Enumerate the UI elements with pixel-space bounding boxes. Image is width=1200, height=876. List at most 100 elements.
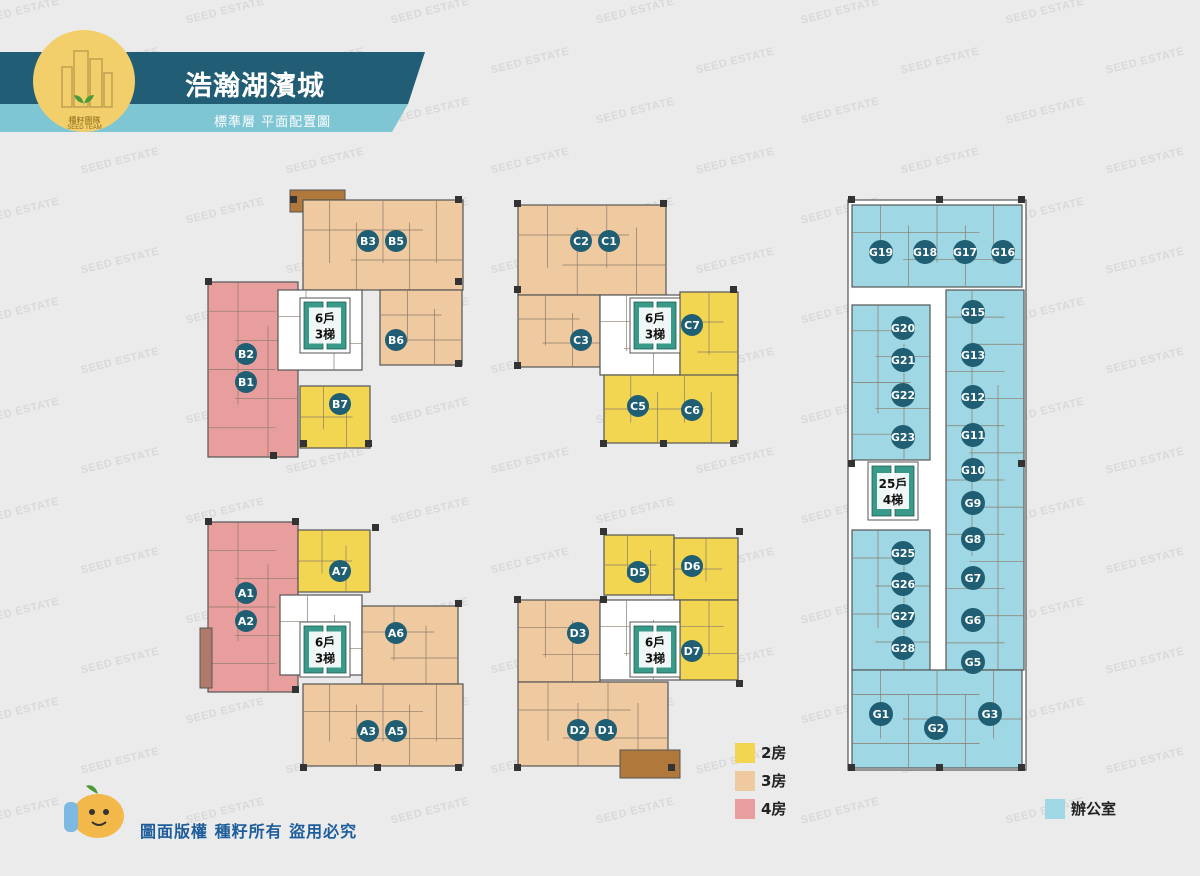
structural-column bbox=[455, 764, 462, 771]
legend-three-room-label: 3房 bbox=[761, 772, 787, 790]
unit-badge bbox=[598, 230, 620, 252]
unit-label: G7 bbox=[965, 572, 982, 585]
unit-label: G1 bbox=[873, 708, 890, 721]
legend-office-label: 辦公室 bbox=[1071, 800, 1117, 818]
core-label-bg bbox=[639, 307, 671, 344]
unit-badge bbox=[235, 371, 257, 393]
unit-badge bbox=[961, 385, 985, 409]
unit-block-c1-c2 bbox=[517, 204, 667, 296]
mascot-icon bbox=[56, 780, 136, 840]
unit-badge bbox=[961, 566, 985, 590]
structural-column bbox=[1018, 764, 1025, 771]
core-households: 6戶 bbox=[315, 635, 335, 650]
structural-column bbox=[736, 680, 743, 687]
unit-badge bbox=[681, 399, 703, 421]
unit-label: B1 bbox=[238, 376, 254, 389]
unit-badge bbox=[978, 702, 1002, 726]
unit-badge bbox=[961, 608, 985, 632]
structural-column bbox=[205, 278, 212, 285]
structural-column bbox=[300, 440, 307, 447]
unit-badge bbox=[235, 610, 257, 632]
unit-label: D7 bbox=[684, 645, 701, 658]
unit-label: G16 bbox=[991, 246, 1016, 259]
core-households: 6戶 bbox=[315, 311, 335, 326]
legend-four-room: 4房 bbox=[735, 798, 786, 819]
legend-two-room: 2房 bbox=[735, 742, 786, 763]
unit-badge bbox=[961, 458, 985, 482]
unit-label: G15 bbox=[961, 306, 985, 319]
unit-badge bbox=[961, 423, 985, 447]
unit-block-a6 bbox=[361, 605, 459, 685]
structural-column bbox=[365, 440, 372, 447]
legend-four-room-swatch bbox=[735, 798, 755, 819]
unit-label: D5 bbox=[630, 566, 647, 579]
unit-badge bbox=[891, 348, 915, 372]
unit-label: G22 bbox=[891, 389, 915, 402]
unit-badge bbox=[570, 230, 592, 252]
structural-column bbox=[514, 362, 521, 369]
copyright-notice: 圖面版權 種籽所有 盜用必究 bbox=[140, 822, 358, 841]
legend-office-swatch bbox=[1045, 798, 1065, 819]
unit-label: B5 bbox=[388, 235, 404, 248]
structural-column bbox=[514, 200, 521, 207]
unit-label: C5 bbox=[630, 400, 646, 413]
structural-column bbox=[292, 686, 299, 693]
unit-label: G13 bbox=[961, 349, 985, 362]
legend-office: 辦公室 bbox=[1045, 798, 1116, 819]
unit-badge bbox=[953, 240, 977, 264]
structural-column bbox=[936, 764, 943, 771]
core-households: 6戶 bbox=[645, 635, 665, 650]
logo: 種籽團隊 SEED TEAM bbox=[32, 29, 137, 134]
structural-column bbox=[736, 528, 743, 535]
unit-label: B6 bbox=[388, 334, 404, 347]
unit-label: D2 bbox=[570, 724, 587, 737]
unit-label: G25 bbox=[891, 547, 915, 560]
unit-badge bbox=[681, 314, 703, 336]
unit-badge bbox=[567, 622, 589, 644]
structural-column bbox=[374, 764, 381, 771]
structural-column bbox=[936, 196, 943, 203]
structural-column bbox=[660, 440, 667, 447]
structural-column bbox=[455, 196, 462, 203]
unit-label: G12 bbox=[961, 391, 985, 404]
unit-badge bbox=[924, 716, 948, 740]
unit-badge bbox=[891, 425, 915, 449]
unit-label: G17 bbox=[953, 246, 977, 259]
unit-label: G27 bbox=[891, 610, 915, 623]
structural-column bbox=[730, 286, 737, 293]
unit-badge bbox=[627, 395, 649, 417]
page-subtitle: 標準層 平面配置圖 bbox=[214, 115, 332, 130]
office-block-left-lower bbox=[851, 529, 931, 671]
unit-badge bbox=[891, 604, 915, 628]
core-elevators: 3梯 bbox=[315, 651, 335, 666]
unit-block-d3 bbox=[517, 599, 601, 683]
unit-label: A6 bbox=[388, 627, 405, 640]
structural-column bbox=[514, 764, 521, 771]
unit-label: C3 bbox=[573, 334, 589, 347]
unit-label: G20 bbox=[891, 322, 916, 335]
unit-badge bbox=[567, 719, 589, 741]
core-households: 6戶 bbox=[645, 311, 665, 326]
unit-label: C2 bbox=[573, 235, 589, 248]
core-elevators: 4梯 bbox=[883, 492, 903, 507]
unit-label: A2 bbox=[238, 615, 254, 628]
unit-label: G28 bbox=[891, 642, 915, 655]
balcony-planter bbox=[199, 627, 213, 689]
header: 浩瀚湖濱城 標準層 平面配置圖 種籽團隊 SEED TEAM bbox=[0, 0, 1200, 150]
unit-label: G5 bbox=[965, 656, 982, 669]
structural-column bbox=[600, 440, 607, 447]
unit-block-b6 bbox=[379, 289, 463, 366]
core-elevators: 3梯 bbox=[645, 327, 665, 342]
unit-label: C1 bbox=[601, 235, 617, 248]
unit-badge bbox=[385, 230, 407, 252]
unit-label: G3 bbox=[982, 708, 999, 721]
logo-icon bbox=[33, 30, 135, 132]
unit-badge bbox=[385, 329, 407, 351]
unit-label: D3 bbox=[570, 627, 587, 640]
structural-column bbox=[848, 196, 855, 203]
unit-badge bbox=[961, 491, 985, 515]
unit-badge bbox=[235, 343, 257, 365]
core-label-bg bbox=[309, 307, 341, 344]
structural-column bbox=[292, 518, 299, 525]
